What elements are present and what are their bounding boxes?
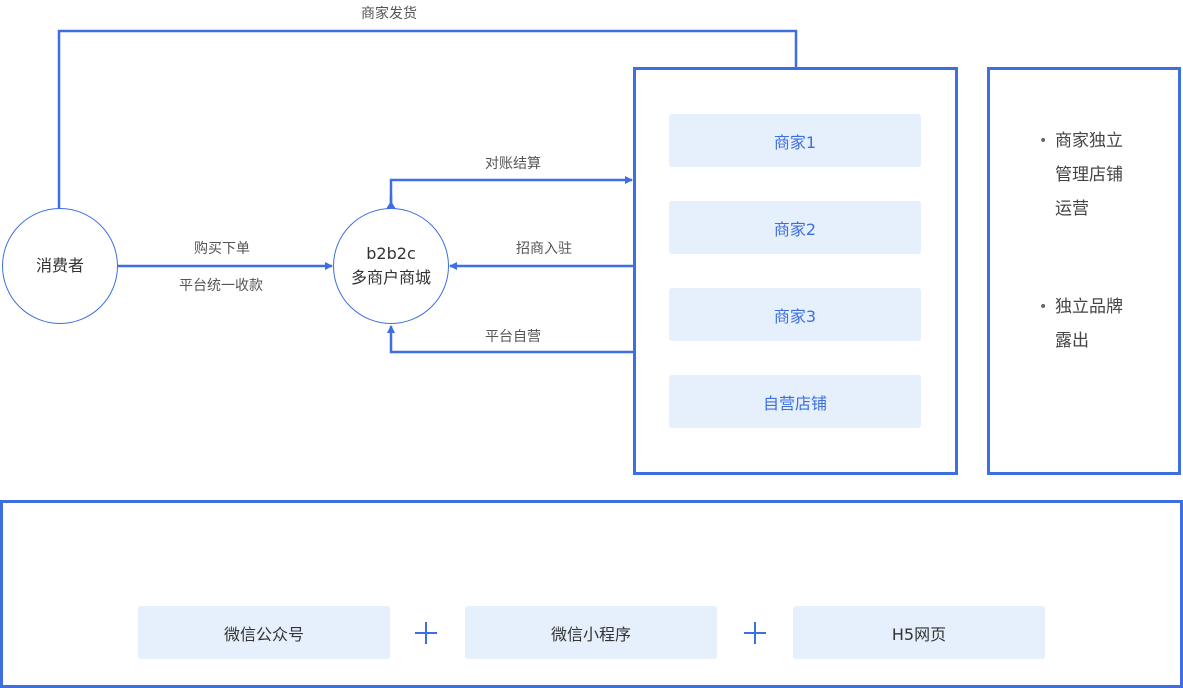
self-run-arrow: [387, 325, 634, 354]
feature-2-line1: 独立品牌: [1055, 297, 1123, 317]
feature-1-line2: 管理店铺: [1055, 165, 1123, 185]
mall-label-line1: b2b2c: [366, 244, 416, 263]
self-run-store: 自营店铺: [669, 375, 921, 428]
ship-label: 商家发货: [361, 6, 417, 22]
self-run-label: 平台自营: [485, 329, 541, 345]
features-box: [987, 67, 1181, 475]
settle-arrow: [389, 176, 633, 208]
merchant-3: 商家3: [669, 288, 921, 341]
plus-icon: [415, 622, 437, 644]
consumer-node: 消费者: [2, 208, 118, 324]
consumer-label: 消费者: [35, 256, 84, 275]
ship-arrow: [57, 29, 798, 210]
merchants-box: [633, 67, 958, 475]
mall-label-line2: 多商户商城: [350, 268, 431, 287]
join-label: 招商入驻: [516, 241, 572, 257]
merchant-1: 商家1: [669, 114, 921, 167]
mall-node: b2b2c 多商户商城: [333, 208, 449, 324]
plus-icon: [744, 622, 766, 644]
channel-h5: H5网页: [793, 606, 1045, 659]
feature-1-line1: 商家独立: [1055, 131, 1123, 151]
merchant-2: 商家2: [669, 201, 921, 254]
channel-wechat-official: 微信公众号: [138, 606, 390, 659]
collect-label: 平台统一收款: [179, 278, 263, 294]
channel-wechat-miniprogram: 微信小程序: [465, 606, 717, 659]
settle-label: 对账结算: [485, 156, 541, 172]
feature-2-line2: 露出: [1055, 331, 1089, 351]
feature-item-2: • 独立品牌 露出: [1039, 290, 1123, 358]
order-label: 购买下单: [194, 241, 250, 257]
feature-item-1: • 商家独立 管理店铺 运营: [1039, 124, 1123, 226]
channels-box: [0, 500, 1183, 688]
feature-1-line3: 运营: [1055, 199, 1089, 219]
